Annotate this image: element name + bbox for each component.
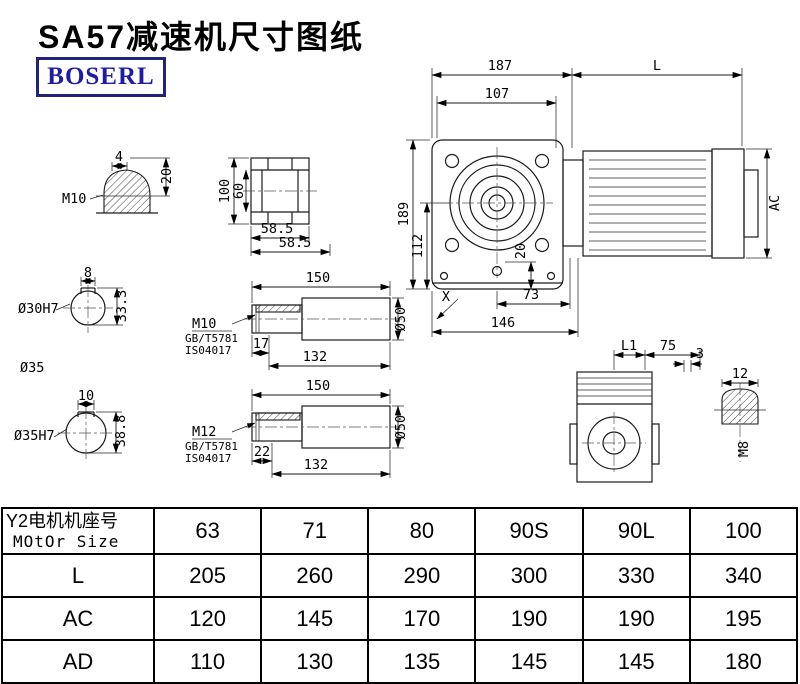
motor-size-value: 80 (367, 507, 477, 555)
dim-132-shaft1: 132 (303, 349, 327, 365)
view-bore-35: Ø35 10 Ø35H7 38.8 (14, 360, 129, 459)
table-row-AC: AC 120 145 170 190 190 195 (1, 596, 799, 641)
view-side-gearbox: L1 75 3 (569, 338, 704, 483)
dim-58-5-a: 58.5 (261, 221, 294, 237)
dim-60: 60 (231, 183, 247, 199)
dim-AC: AC (767, 195, 783, 211)
cell-L: 260 (260, 553, 370, 598)
cell-AD: 145 (474, 639, 584, 684)
view-keyway-profile: 4 20 M10 (62, 149, 175, 214)
cell-L: 340 (688, 553, 799, 598)
label-dia30h7: Ø30H7 (18, 301, 59, 317)
cell-AC: 120 (152, 596, 263, 641)
motor-size-header-cell: Y2电机机座号 MOtOr Size (1, 507, 155, 555)
dim-dia50-shaft2: Ø50 (393, 415, 409, 439)
cell-AC: 190 (474, 596, 584, 641)
motor-size-label-cn: Y2电机机座号 (6, 511, 119, 531)
table-row-AD: AD 110 130 135 145 145 180 (1, 639, 799, 684)
row-label-AC: AC (1, 596, 155, 641)
page-title: SA57减速机尺寸图纸 (38, 19, 365, 55)
cell-L: 300 (474, 553, 584, 598)
label-x-mark: X (442, 289, 450, 305)
cell-AC: 145 (260, 596, 370, 641)
view-shaft-2: 150 Ø50 22 132 M12 GB/T5781 IS04017 (185, 378, 409, 478)
cell-AD: 110 (152, 639, 263, 684)
dim-189: 189 (396, 202, 412, 226)
cell-AC: 170 (367, 596, 477, 641)
cell-AD: 145 (581, 639, 691, 684)
motor-size-value: 71 (260, 507, 370, 555)
dim-12: 12 (732, 366, 748, 382)
label-dia35-ref: Ø35 (20, 360, 44, 376)
dim-3: 3 (696, 346, 704, 362)
view-hub-section: 100 60 58.5 58.5 (217, 157, 331, 256)
label-iso-std-shaft2: IS04017 (185, 452, 231, 465)
label-m12-shaft2: M12 (192, 424, 216, 440)
view-key-section: 12 M8 (714, 366, 766, 462)
cell-L: 290 (367, 553, 477, 598)
label-gb-std-shaft2: GB/T5781 (185, 440, 238, 453)
dim-146: 146 (491, 315, 515, 331)
dim-75: 75 (660, 338, 676, 354)
dim-20-keyway: 20 (159, 168, 175, 184)
dim-187: 187 (488, 58, 512, 74)
dim-22: 22 (254, 444, 270, 460)
label-m10-shaft1: M10 (192, 316, 216, 332)
view-shaft-1: 150 Ø50 17 132 M10 GB/T5781 IS04017 (185, 270, 409, 370)
dim-58-5-b: 58.5 (279, 235, 312, 251)
row-label-L: L (1, 553, 155, 598)
label-gb-std-shaft1: GB/T5781 (185, 332, 238, 345)
cell-AD: 180 (688, 639, 799, 684)
dim-73: 73 (523, 287, 539, 303)
dim-33-3: 33.3 (114, 290, 130, 323)
table-row-L: L 205 260 290 300 330 340 (1, 553, 799, 598)
view-bore-30: 8 Ø30H7 33.3 (18, 265, 130, 333)
label-m8: M8 (736, 441, 752, 457)
dim-100: 100 (217, 179, 233, 203)
motor-size-value: 90L (581, 507, 691, 555)
view-main-gearbox-motor: 187 L 107 189 112 (396, 58, 783, 337)
dim-20-main: 20 (513, 243, 529, 259)
label-m10-keyway: M10 (62, 191, 86, 207)
motor-size-value: 100 (688, 507, 799, 555)
dim-L: L (653, 58, 661, 74)
cell-AC: 190 (581, 596, 691, 641)
technical-drawing: 4 20 M10 100 60 (14, 58, 783, 483)
dim-150-shaft2: 150 (306, 378, 330, 394)
dim-112: 112 (410, 234, 426, 258)
dim-17: 17 (253, 336, 269, 352)
row-label-AD: AD (1, 639, 155, 684)
cell-AD: 135 (367, 639, 477, 684)
motor-size-value: 63 (152, 507, 263, 555)
motor-size-value: 90S (474, 507, 584, 555)
motor-size-label-en: MOtOr Size (13, 532, 120, 551)
brand-logo-box: BOSERL (36, 57, 166, 97)
label-iso-std-shaft1: IS04017 (185, 344, 231, 357)
cell-L: 205 (152, 553, 263, 598)
dim-38-8: 38.8 (113, 415, 129, 448)
dim-8: 8 (84, 265, 92, 281)
dim-4: 4 (115, 149, 123, 165)
table-row-motor-size: Y2电机机座号 MOtOr Size 63 71 80 90S 90L 100 (1, 507, 799, 555)
brand-logo-text: BOSERL (47, 63, 155, 90)
motor-dimension-table: Y2电机机座号 MOtOr Size 63 71 80 90S 90L 100 … (1, 507, 799, 684)
cell-AD: 130 (260, 639, 370, 684)
dim-10: 10 (78, 388, 94, 404)
cell-L: 330 (581, 553, 691, 598)
dim-132-shaft2: 132 (304, 457, 328, 473)
dim-150-shaft1: 150 (306, 270, 330, 286)
cell-AC: 195 (688, 596, 799, 641)
dim-107: 107 (485, 86, 509, 102)
dim-dia50-shaft1: Ø50 (393, 307, 409, 331)
dim-L1: L1 (621, 338, 637, 354)
label-dia35h7: Ø35H7 (14, 428, 55, 444)
